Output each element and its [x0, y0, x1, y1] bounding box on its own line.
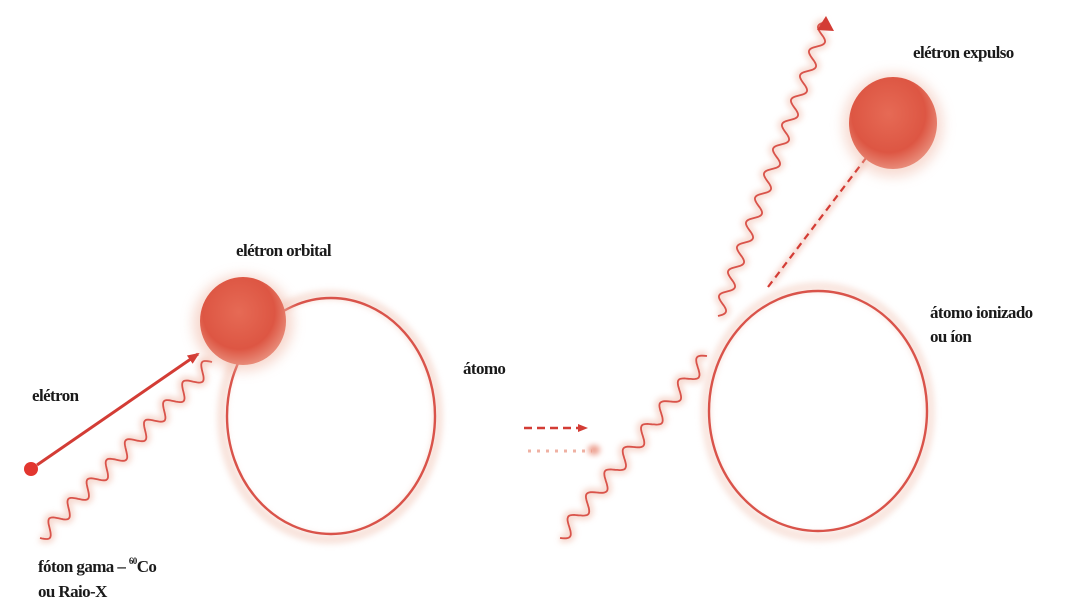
- label-electron-expelled: elétron expulso: [913, 43, 1014, 62]
- ion-atom-orbit: [709, 291, 927, 531]
- transition-arrow-dot: [588, 445, 600, 455]
- photon-wave-in: [560, 356, 707, 539]
- left-scene: elétron orbital átomo elétron fóton gama…: [24, 241, 505, 601]
- incoming-electron-arrow: [37, 354, 198, 465]
- label-photon-cobalt: Co: [137, 557, 157, 576]
- label-atom: átomo: [463, 359, 505, 378]
- right-scene: elétron expulso átomo ionizado ou íon: [560, 16, 1033, 538]
- label-photon-text: fóton gama –: [38, 557, 129, 576]
- label-ionized-atom-line2: ou íon: [930, 327, 972, 346]
- incoming-electron-dot: [24, 462, 38, 476]
- expelled-electron: [849, 77, 937, 169]
- label-photon-line1: fóton gama – 60Co: [38, 556, 156, 576]
- transition-arrows: [524, 428, 600, 455]
- ion-atom-glow: [706, 287, 930, 537]
- label-ionized-atom-line1: átomo ionizado: [930, 303, 1033, 322]
- orbital-electron: [200, 277, 286, 365]
- label-electron: elétron: [32, 386, 80, 405]
- label-photon-line2: ou Raio-X: [38, 582, 108, 601]
- label-electron-orbital: elétron orbital: [236, 241, 332, 260]
